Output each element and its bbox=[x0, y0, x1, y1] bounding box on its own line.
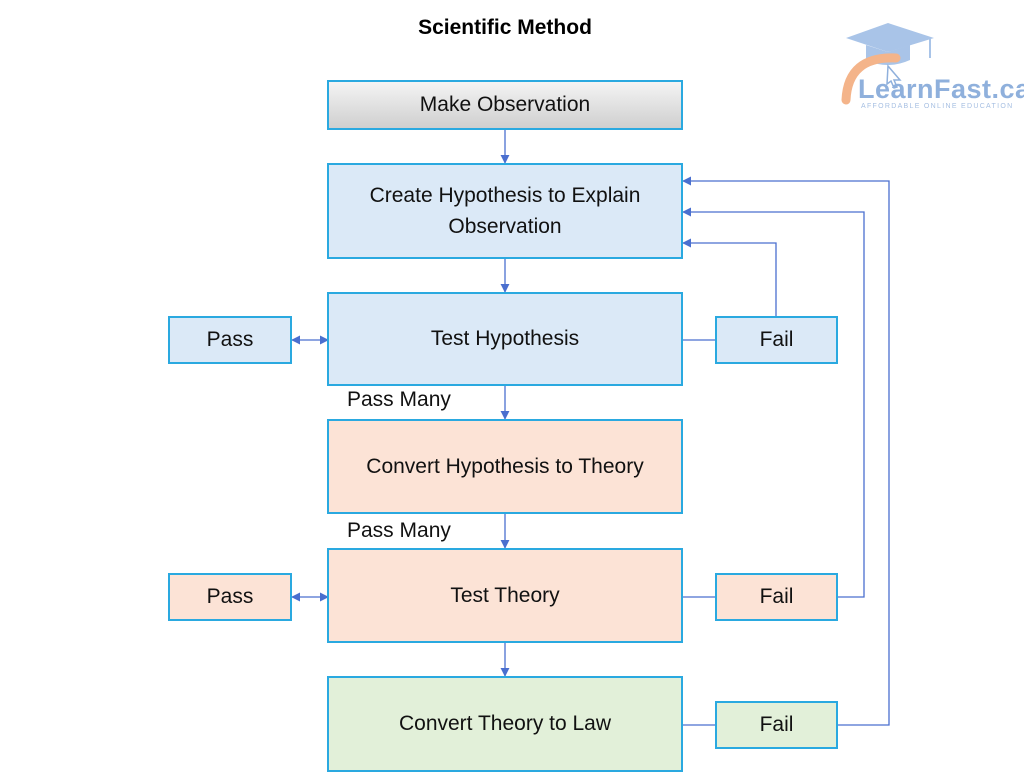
pass-box-hypothesis: Pass bbox=[168, 316, 292, 364]
test-theory-label: Test Theory bbox=[450, 583, 560, 607]
fail-box-hypothesis: Fail bbox=[715, 316, 838, 364]
arrow-fail-3-return bbox=[682, 176, 890, 726]
test-theory-box: Test Theory bbox=[327, 548, 683, 643]
create-hypothesis-box: Create Hypothesis to Explain Observation bbox=[327, 163, 683, 259]
logo-name: LearnFast.ca bbox=[858, 74, 1024, 104]
fail-box-theory: Fail bbox=[715, 573, 838, 621]
fail-box-law: Fail bbox=[715, 701, 838, 749]
pass-many-label-2: Pass Many bbox=[347, 519, 451, 542]
fail-label: Fail bbox=[759, 713, 794, 737]
convert-theory-box: Convert Theory to Law bbox=[327, 676, 683, 772]
convert-hypothesis-box: Convert Hypothesis to Theory bbox=[327, 419, 683, 514]
fail-label: Fail bbox=[759, 585, 794, 609]
test-hypothesis-label: Test Hypothesis bbox=[430, 327, 580, 351]
logo-tagline: AFFORDABLE ONLINE EDUCATION bbox=[861, 103, 1014, 110]
arrow-fail-1-return bbox=[682, 238, 777, 316]
convert-hypothesis-label: Convert Hypothesis to Theory bbox=[366, 454, 644, 478]
make-observation-label: Make Observation bbox=[419, 93, 591, 117]
test-hypothesis-box: Test Hypothesis bbox=[327, 292, 683, 386]
graduation-cap-icon bbox=[846, 23, 934, 52]
convert-theory-label: Convert Theory to Law bbox=[398, 712, 612, 736]
cursor-icon bbox=[886, 64, 902, 89]
arrow-fail-2-return bbox=[682, 207, 865, 598]
learnfast-logo bbox=[841, 23, 934, 105]
pass-box-theory: Pass bbox=[168, 573, 292, 621]
make-observation-box: Make Observation bbox=[327, 80, 683, 130]
pass-label: Pass bbox=[206, 585, 254, 609]
diagram-title: Scientific Method bbox=[418, 16, 592, 39]
create-hypothesis-label: Create Hypothesis to Explain Observation bbox=[369, 183, 641, 239]
pass-label: Pass bbox=[206, 328, 254, 352]
pass-many-label-1: Pass Many bbox=[347, 388, 451, 411]
fail-label: Fail bbox=[759, 328, 794, 352]
